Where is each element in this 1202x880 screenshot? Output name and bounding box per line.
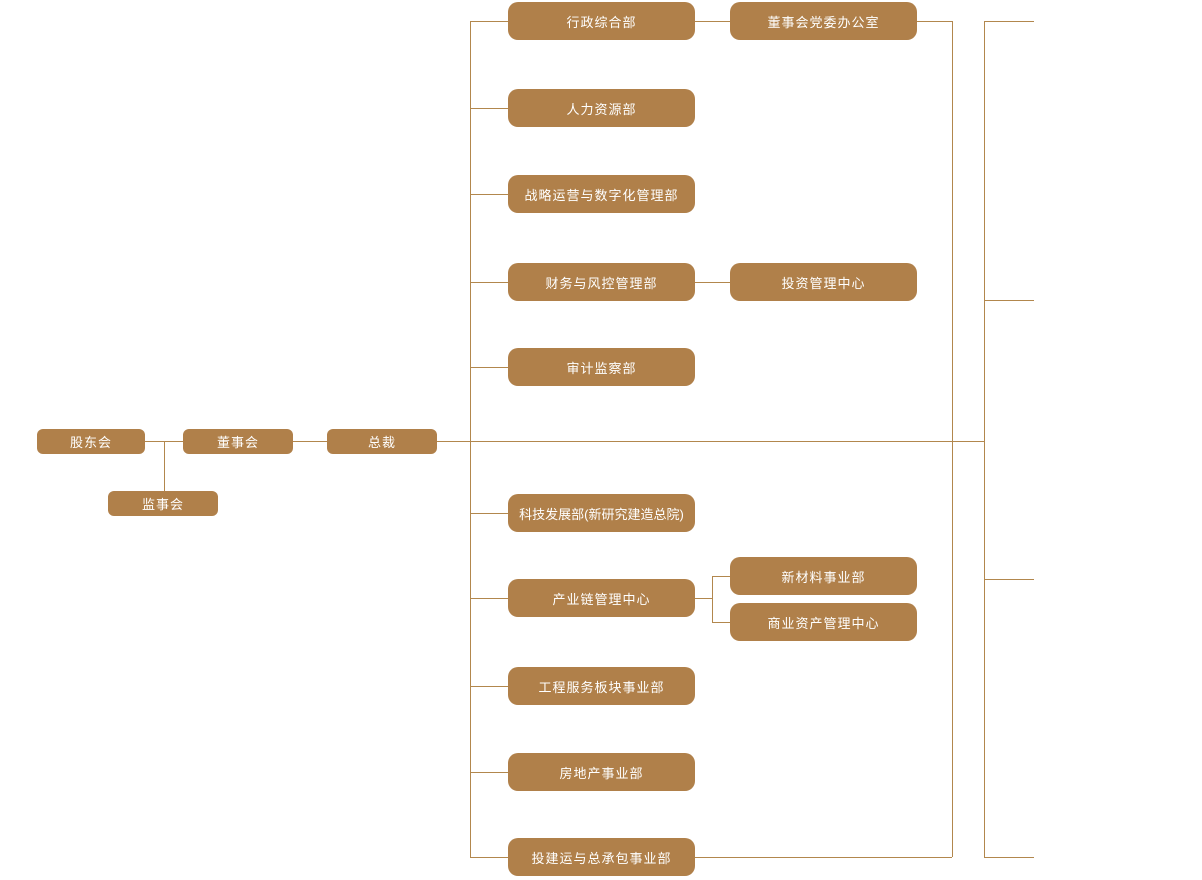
node-industry-chain: 产业链管理中心 bbox=[508, 579, 695, 617]
connector-to-new-materials bbox=[712, 576, 730, 577]
connector-to-commercial-assets bbox=[712, 622, 730, 623]
connector-stub-real-estate bbox=[470, 772, 508, 773]
node-investment-center: 投资管理中心 bbox=[730, 263, 917, 301]
connector-outer-stub-1 bbox=[984, 21, 1034, 22]
connector-stub-engineering-services bbox=[470, 686, 508, 687]
connector-board-president bbox=[293, 441, 327, 442]
connector-invest-build-operate-to-rail bbox=[695, 857, 952, 858]
connector-stub-admin-general bbox=[470, 21, 508, 22]
connector-stub-human-resources bbox=[470, 108, 508, 109]
node-shareholders: 股东会 bbox=[37, 429, 145, 454]
node-engineering-services: 工程服务板块事业部 bbox=[508, 667, 695, 705]
node-tech-development: 科技发展部(新研究建造总院) bbox=[508, 494, 695, 532]
connector-stub-industry-chain bbox=[470, 598, 508, 599]
node-admin-general: 行政综合部 bbox=[508, 2, 695, 40]
node-new-materials: 新材料事业部 bbox=[730, 557, 917, 595]
connector-stub-tech-development bbox=[470, 513, 508, 514]
connector-stub-finance-risk bbox=[470, 282, 508, 283]
connector-stub-strategy-digital bbox=[470, 194, 508, 195]
node-president: 总裁 bbox=[327, 429, 437, 454]
connector-admin-to-party-office bbox=[695, 21, 730, 22]
connector-department-rail bbox=[470, 21, 471, 857]
node-audit-supervision: 审计监察部 bbox=[508, 348, 695, 386]
node-supervisory: 监事会 bbox=[108, 491, 218, 516]
connector-industry-chain-bracket bbox=[712, 576, 713, 622]
connector-right-rail-outer bbox=[984, 21, 985, 857]
connector-outer-stub-4 bbox=[984, 857, 1034, 858]
node-finance-risk: 财务与风控管理部 bbox=[508, 263, 695, 301]
connector-industry-chain-branch bbox=[695, 598, 712, 599]
node-commercial-assets: 商业资产管理中心 bbox=[730, 603, 917, 641]
node-invest-build-operate: 投建运与总承包事业部 bbox=[508, 838, 695, 876]
node-human-resources: 人力资源部 bbox=[508, 89, 695, 127]
connector-stub-audit-supervision bbox=[470, 367, 508, 368]
connector-outer-stub-2 bbox=[984, 300, 1034, 301]
node-real-estate: 房地产事业部 bbox=[508, 753, 695, 791]
connector-finance-to-investment bbox=[695, 282, 730, 283]
connector-stub-invest-build-operate bbox=[470, 857, 508, 858]
connector-party-office-to-rail bbox=[917, 21, 952, 22]
connector-right-rail-inner bbox=[952, 21, 953, 857]
connector-president-main-line bbox=[437, 441, 984, 442]
connector-supervisory-drop bbox=[164, 441, 165, 491]
node-strategy-digital: 战略运营与数字化管理部 bbox=[508, 175, 695, 213]
node-board-party-office: 董事会党委办公室 bbox=[730, 2, 917, 40]
node-board: 董事会 bbox=[183, 429, 293, 454]
connector-outer-stub-3 bbox=[984, 579, 1034, 580]
